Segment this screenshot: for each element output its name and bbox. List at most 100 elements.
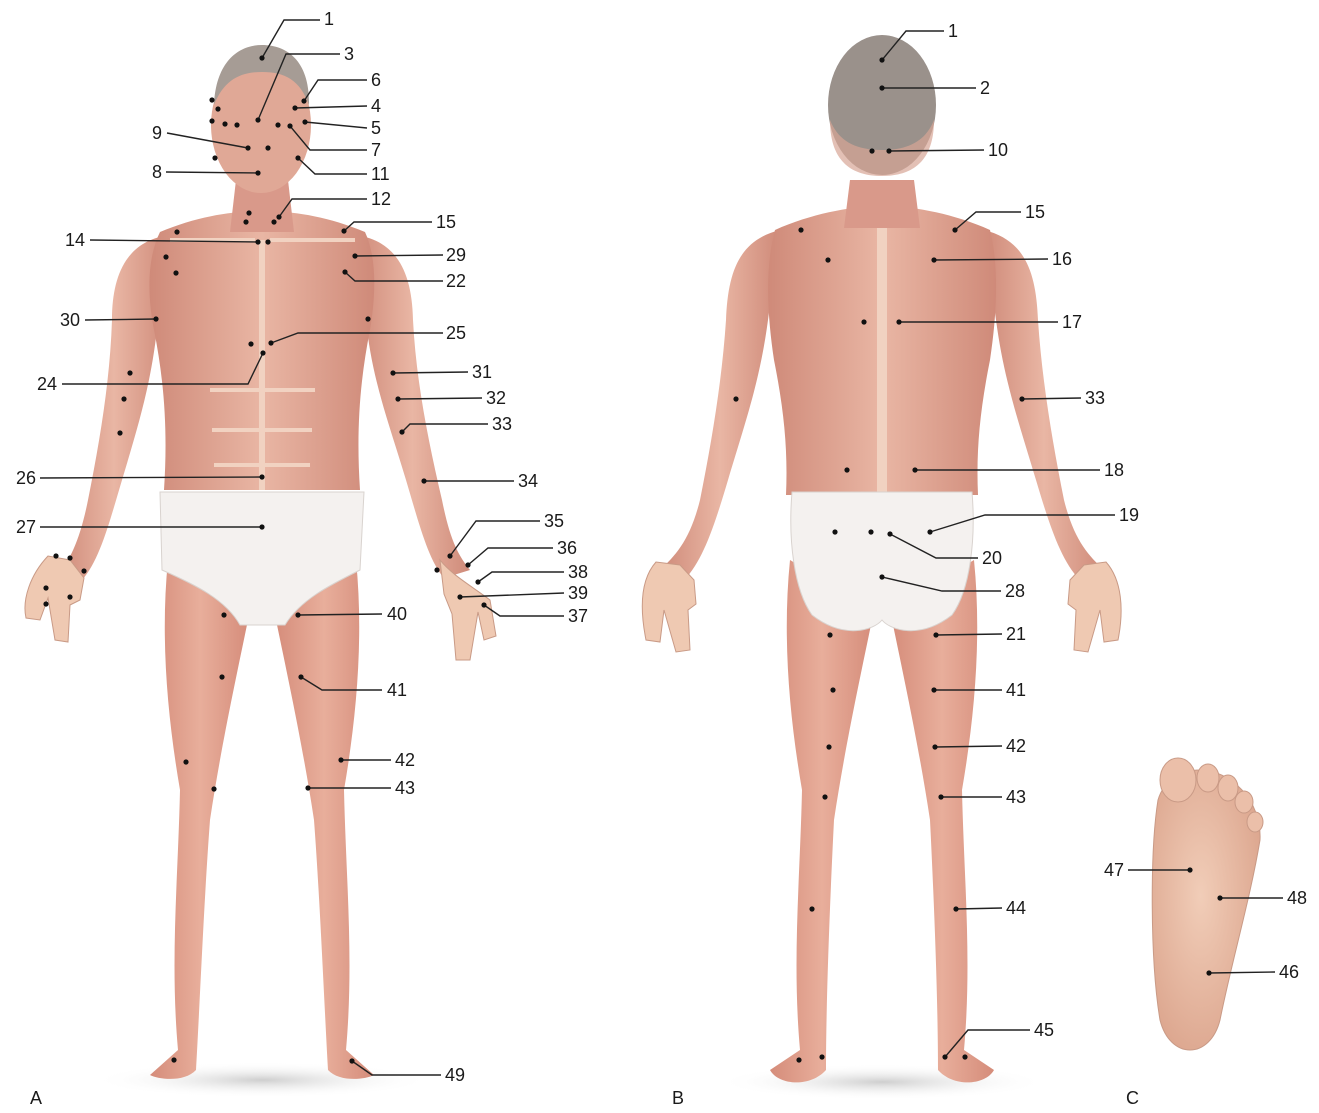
region-dot: [733, 396, 738, 401]
region-number: 26: [16, 468, 36, 488]
back-right-hand: [1068, 562, 1121, 652]
toe-second: [1197, 764, 1219, 792]
pointer-dot: [879, 574, 884, 579]
front-right-leg: [150, 560, 250, 1079]
leader-line: [398, 398, 482, 399]
region-dot: [183, 759, 188, 764]
region-number: 7: [371, 140, 381, 160]
region-number: 16: [1052, 249, 1072, 269]
region-number: 14: [65, 230, 85, 250]
pointer-dot: [886, 148, 891, 153]
pointer-dot: [938, 794, 943, 799]
pointer-dot: [298, 674, 303, 679]
region-dot: [234, 122, 239, 127]
leader-line: [166, 172, 258, 173]
pointer-dot: [349, 1058, 354, 1063]
region-number: 15: [436, 212, 456, 232]
region-dot: [365, 316, 370, 321]
region-dot: [67, 555, 72, 560]
toe-fourth: [1235, 791, 1253, 813]
region-number: 9: [152, 123, 162, 143]
region-number: 4: [371, 96, 381, 116]
leader-line: [934, 259, 1048, 260]
back-body: [642, 35, 1121, 1100]
pointer-dot: [421, 478, 426, 483]
region-number: 6: [371, 70, 381, 90]
region-number: 22: [446, 271, 466, 291]
pointer-dot: [399, 429, 404, 434]
region-number: 31: [472, 362, 492, 382]
region-number: 21: [1006, 624, 1026, 644]
leader-line: [355, 255, 443, 256]
panel-label-b: B: [672, 1088, 684, 1108]
leader-line: [889, 150, 984, 151]
region-number: 36: [557, 538, 577, 558]
region-dot: [434, 567, 439, 572]
callout-f5: 5: [302, 118, 381, 138]
callout-f42: 42: [338, 750, 415, 770]
pointer-dot: [933, 632, 938, 637]
pointer-dot: [1019, 396, 1024, 401]
region-number: 10: [988, 140, 1008, 160]
region-dot: [215, 106, 220, 111]
region-number: 15: [1025, 202, 1045, 222]
region-number: 24: [37, 374, 57, 394]
callout-f38: 38: [475, 562, 588, 585]
region-dot: [209, 97, 214, 102]
pointer-dot: [259, 55, 264, 60]
pointer-dot: [879, 57, 884, 62]
region-dot: [219, 674, 224, 679]
toe-big: [1160, 758, 1196, 802]
region-number: 43: [1006, 787, 1026, 807]
sole-of-foot: [1152, 758, 1263, 1050]
region-dot: [43, 585, 48, 590]
pointer-dot: [457, 594, 462, 599]
region-dot: [174, 229, 179, 234]
back-floor-shadow: [717, 1064, 1047, 1100]
leader-line: [478, 572, 564, 582]
region-dot: [827, 632, 832, 637]
region-dot: [43, 601, 48, 606]
leader-line: [85, 319, 156, 320]
pointer-dot: [475, 579, 480, 584]
leader-line: [1209, 972, 1275, 973]
region-number: 12: [371, 189, 391, 209]
region-dot: [798, 227, 803, 232]
callout-f36: 36: [465, 538, 577, 568]
region-dot: [830, 687, 835, 692]
region-dot: [163, 254, 168, 259]
back-right-leg: [890, 560, 994, 1082]
pointer-dot: [1206, 970, 1211, 975]
region-dot: [212, 155, 217, 160]
pointer-dot: [259, 524, 264, 529]
region-number: 41: [387, 680, 407, 700]
leader-line: [298, 614, 382, 615]
region-dot: [222, 121, 227, 126]
region-number: 39: [568, 583, 588, 603]
pointer-dot: [153, 316, 158, 321]
leader-line: [304, 80, 367, 101]
region-number: 48: [1287, 888, 1307, 908]
pointer-dot: [245, 145, 250, 150]
pointer-dot: [301, 98, 306, 103]
region-number: 37: [568, 606, 588, 626]
region-number: 8: [152, 162, 162, 182]
pointer-dot: [352, 253, 357, 258]
pointer-dot: [255, 239, 260, 244]
region-number: 3: [344, 44, 354, 64]
region-number: 32: [486, 388, 506, 408]
toe-third: [1218, 775, 1238, 801]
region-number: 29: [446, 245, 466, 265]
region-number: 27: [16, 517, 36, 537]
region-dot: [246, 210, 251, 215]
back-briefs: [791, 492, 973, 631]
region-dot: [127, 370, 132, 375]
leader-line: [935, 746, 1002, 747]
front-floor-shadow: [92, 1062, 432, 1098]
pointer-dot: [912, 467, 917, 472]
pointer-dot: [342, 269, 347, 274]
region-dot: [796, 1057, 801, 1062]
region-number: 33: [1085, 388, 1105, 408]
region-dot: [221, 612, 226, 617]
